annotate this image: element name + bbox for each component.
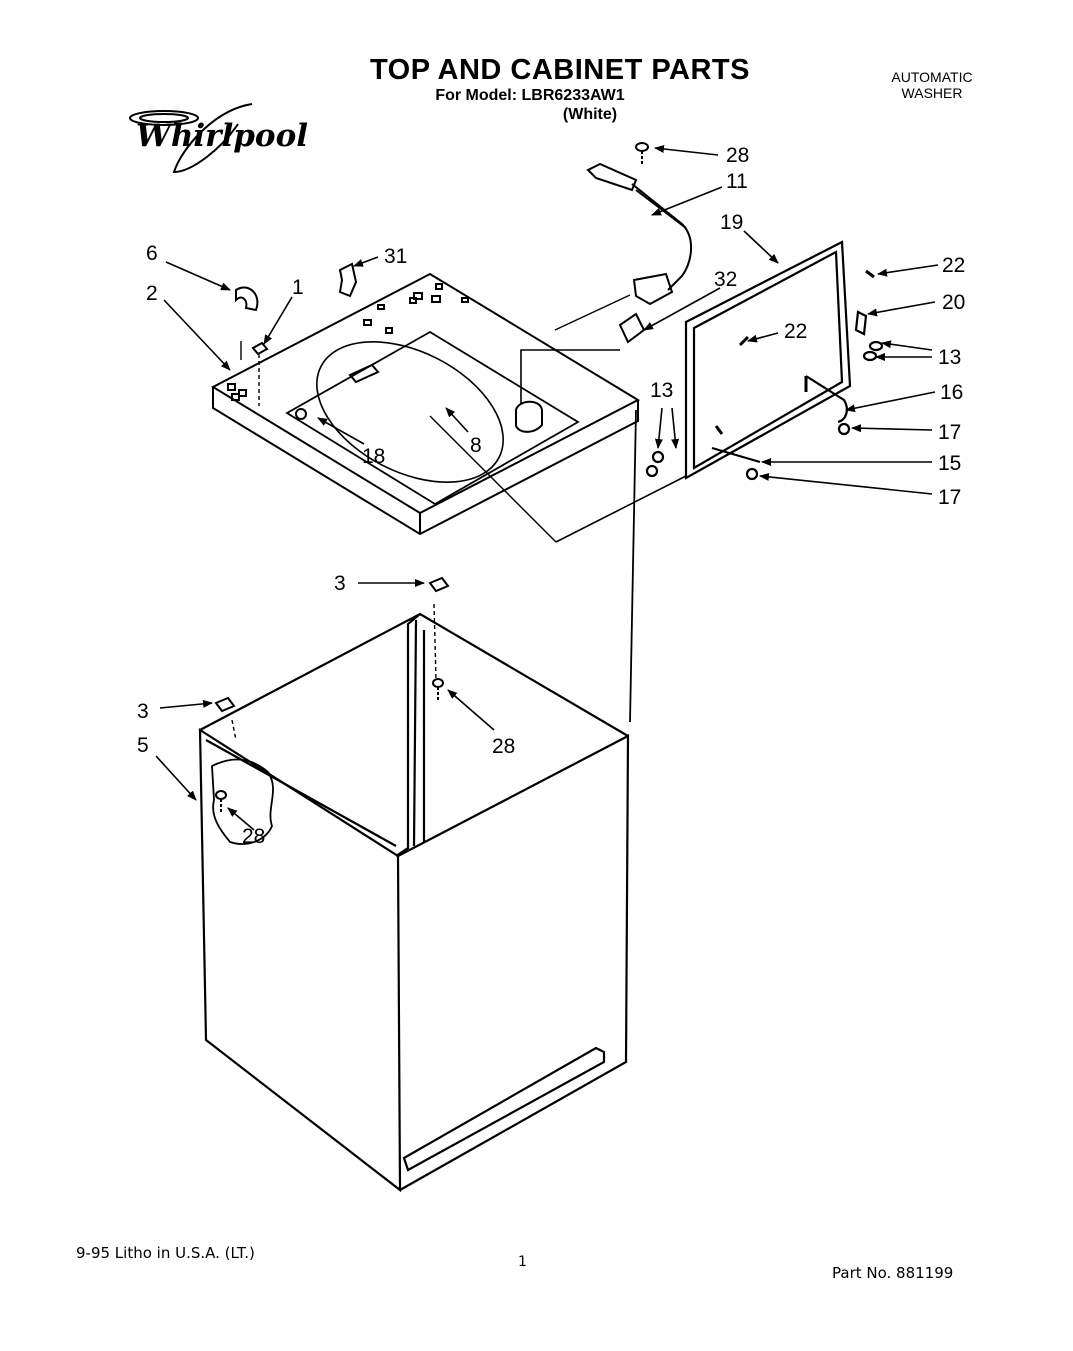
callout-3: 3 — [334, 572, 346, 595]
callout-13: 13 — [938, 346, 961, 369]
lid-strike-part — [618, 312, 646, 344]
clip-3-upper — [428, 576, 450, 593]
callout-17: 17 — [938, 421, 961, 444]
page-number: 1 — [518, 1254, 527, 1270]
screw-28-top — [635, 142, 649, 166]
top-cover-panel — [210, 272, 641, 536]
callout-6: 6 — [146, 242, 158, 265]
callout-11: 11 — [726, 170, 748, 193]
color-line: (White) — [562, 106, 618, 123]
callout-2: 2 — [146, 282, 158, 305]
cabinet — [198, 603, 630, 1193]
callout-22: 22 — [942, 254, 965, 277]
product-type: AUTOMATIC WASHER — [862, 69, 1002, 101]
hinge-part — [235, 286, 259, 312]
callout-18: 18 — [362, 445, 385, 468]
screw-28-lower — [215, 790, 227, 812]
callout-28: 28 — [492, 735, 515, 758]
callout-28: 28 — [726, 144, 749, 167]
lid-frame — [645, 240, 884, 481]
callout-28: 28 — [242, 825, 265, 848]
litho-note: 9-95 Litho in U.S.A. (LT.) — [76, 1244, 255, 1262]
connector-line — [555, 475, 687, 543]
callout-31: 31 — [384, 245, 407, 268]
callout-19: 19 — [720, 211, 743, 234]
callout-32: 32 — [714, 268, 737, 291]
callout-20: 20 — [942, 291, 965, 314]
callout-17: 17 — [938, 486, 961, 509]
model-line: For Model: LBR6233AW1 — [435, 87, 625, 104]
connector-line — [429, 415, 557, 543]
whirlpool-logo-icon — [129, 103, 253, 174]
leader-arrows — [155, 145, 939, 831]
brand-logo-text: Whirlpool — [136, 118, 309, 154]
part-number: Part No. 881199 — [832, 1264, 954, 1282]
callout-labels: 28 11 19 22 20 22 13 16 17 15 17 13 6 31… — [137, 144, 965, 848]
clip-3-lower — [214, 696, 236, 713]
screw-28-middle — [432, 678, 444, 700]
product-line-2: WASHER — [901, 85, 963, 101]
callout-8: 8 — [470, 434, 482, 457]
callout-16: 16 — [940, 381, 963, 404]
lid-switch-harness — [586, 162, 692, 306]
callout-5: 5 — [137, 734, 149, 757]
callout-13: 13 — [650, 379, 673, 402]
callout-1: 1 — [292, 276, 304, 299]
callout-22: 22 — [784, 320, 807, 343]
product-line-1: AUTOMATIC — [891, 69, 973, 85]
screw-1 — [251, 341, 269, 406]
connector-line — [629, 409, 637, 723]
callout-15: 15 — [938, 452, 961, 475]
clip-part — [338, 262, 358, 298]
leader-line — [520, 349, 620, 404]
callout-3: 3 — [137, 700, 149, 723]
page-title: TOP AND CABINET PARTS — [369, 54, 750, 86]
